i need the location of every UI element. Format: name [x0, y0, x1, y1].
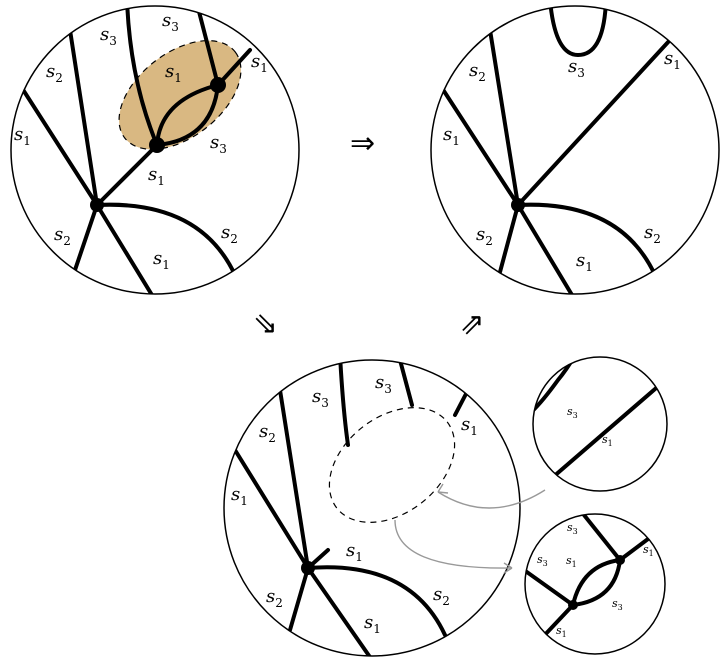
highlight-region: [118, 40, 242, 150]
label-s2: s2: [469, 60, 486, 84]
vertex: [301, 561, 315, 575]
label-s1: s1: [364, 612, 381, 636]
removed-region: [328, 407, 456, 523]
disk-boundary: [524, 513, 666, 655]
label-s1: s1: [566, 554, 577, 569]
label-s2: s2: [266, 586, 283, 610]
implies-arrow-up: ⇒: [451, 303, 494, 346]
vertex: [568, 600, 578, 610]
label-s1: s1: [443, 124, 460, 148]
panel-top-right: s3 s1 s2 s1 s2 s2 s1: [430, 5, 720, 295]
label-s3: s3: [100, 24, 117, 48]
implies-arrow: ⇒: [350, 126, 375, 161]
panel-top-left: s3 s3 s1 s1 s2 s1 s3 s1 s2 s2 s1: [10, 5, 300, 295]
label-s1: s1: [14, 124, 31, 148]
label-s1: s1: [148, 164, 165, 188]
gray-arrows: [394, 483, 546, 574]
label-s3: s3: [612, 597, 623, 612]
vertex: [615, 555, 625, 565]
vertex: [210, 77, 226, 93]
vertex: [511, 198, 525, 212]
label-s3: s3: [312, 386, 329, 410]
disk-boundary: [430, 5, 720, 295]
label-s3: s3: [568, 56, 585, 80]
label-s3: s3: [162, 10, 179, 34]
implies-arrow-down: ⇒: [244, 303, 287, 346]
label-s1: s1: [643, 543, 654, 558]
label-s3: s3: [567, 521, 578, 536]
disk-boundary: [223, 359, 521, 657]
label-s3: s3: [375, 372, 392, 396]
label-s1: s1: [231, 484, 248, 508]
label-s1: s1: [576, 250, 593, 274]
disk-boundary: [532, 356, 668, 492]
panel-small-bottom: s3 s3 s1 s1 s3 s1: [524, 513, 666, 655]
label-s2: s2: [46, 61, 63, 85]
label-s2: s2: [221, 222, 238, 246]
label-s1: s1: [556, 624, 567, 639]
label-s1: s1: [346, 540, 363, 564]
label-s1: s1: [461, 414, 478, 438]
label-s3: s3: [210, 132, 227, 156]
label-s2: s2: [644, 222, 661, 246]
label-s1: s1: [251, 51, 268, 75]
label-s2: s2: [476, 224, 493, 248]
disk-boundary: [10, 5, 300, 295]
label-s2: s2: [54, 224, 71, 248]
vertex: [90, 198, 104, 212]
label-s2: s2: [259, 421, 276, 445]
label-s1: s1: [664, 48, 681, 72]
label-s3: s3: [537, 553, 548, 568]
label-s2: s2: [433, 584, 450, 608]
panel-small-top: s3 s1: [532, 356, 668, 492]
label-s3: s3: [567, 405, 578, 420]
label-s1: s1: [602, 433, 613, 448]
label-s1: s1: [153, 248, 170, 272]
vertex: [149, 137, 165, 153]
panel-bottom-middle: s3 s3 s1 s2 s1 s1 s2 s2 s1: [223, 359, 521, 657]
